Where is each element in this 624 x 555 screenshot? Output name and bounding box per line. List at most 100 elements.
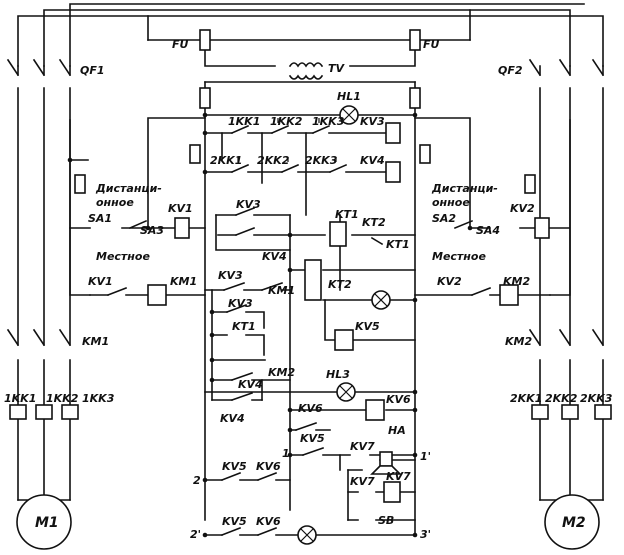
label-thermal-1-2: 1KK2 bbox=[46, 392, 79, 405]
label-sb: SB bbox=[378, 514, 394, 527]
label-n1p: 1' bbox=[420, 450, 431, 463]
label-kv6-b1: KV6 bbox=[256, 460, 281, 473]
label-km2-coil: KM2 bbox=[503, 275, 530, 288]
label-kv4-top: KV4 bbox=[360, 154, 385, 167]
label-thermal-1-1: 1KK1 bbox=[4, 392, 36, 405]
label-thermal-2-3: 2KK3 bbox=[580, 392, 613, 405]
label-kv5-c: KV5 bbox=[300, 432, 325, 445]
coil-km2 bbox=[499, 284, 519, 306]
coil-kv2 bbox=[534, 217, 550, 239]
fuse-side-right bbox=[419, 144, 431, 164]
label-kt2-c: KT2 bbox=[328, 278, 352, 291]
label-kv4-c2: KV4 bbox=[238, 378, 263, 391]
label-kt1-c: KT1 bbox=[386, 238, 410, 251]
label-hl1: HL1 bbox=[337, 90, 361, 103]
label-kv4-low: KV4 bbox=[220, 412, 245, 425]
label-n2p: 2' bbox=[190, 528, 201, 541]
label-n1: 1 bbox=[282, 447, 290, 460]
thermal-relays-left bbox=[9, 404, 79, 420]
label-kv1-coil: KV1 bbox=[168, 202, 193, 215]
coil-kt1 bbox=[329, 221, 347, 247]
label-kk2-3: 2KK3 bbox=[305, 154, 338, 167]
label-kv7-c: KV7 bbox=[350, 440, 375, 453]
label-dist-left-2: онное bbox=[96, 196, 134, 209]
label-kv3-low: KV3 bbox=[218, 269, 243, 282]
lamp-hl1 bbox=[339, 105, 359, 125]
label-sa4: SA4 bbox=[476, 224, 500, 237]
lamp-hl3 bbox=[336, 382, 356, 402]
label-kv7-c2: KV7 bbox=[350, 475, 375, 488]
label-hl3: HL3 bbox=[326, 368, 350, 381]
label-kk1-2: 1KK2 bbox=[270, 115, 303, 128]
label-kv4-mid: KV4 bbox=[262, 250, 287, 263]
label-qf2: QF2 bbox=[498, 64, 523, 77]
label-qf1: QF1 bbox=[80, 64, 105, 77]
label-thermal-2-2: 2KK2 bbox=[545, 392, 578, 405]
fuse-side-left2 bbox=[189, 144, 201, 164]
label-dist-right-2: онное bbox=[432, 196, 470, 209]
label-kv5-coil: KV5 bbox=[355, 320, 380, 333]
label-kv3-top: KV3 bbox=[360, 115, 385, 128]
label-kv2-contact: KV2 bbox=[437, 275, 462, 288]
label-kv6-coil: KV6 bbox=[386, 393, 411, 406]
label-sa3: SA3 bbox=[140, 224, 164, 237]
label-km1-main: KM1 bbox=[82, 335, 109, 348]
label-kt1: KT1 bbox=[335, 208, 359, 221]
coil-kv1 bbox=[174, 217, 190, 239]
label-kk2-2: 2KK2 bbox=[257, 154, 290, 167]
label-km1-low: KM1 bbox=[268, 284, 295, 297]
label-kv5-b2: KV5 bbox=[222, 515, 247, 528]
lamp-hl2 bbox=[371, 290, 391, 310]
label-n2: 2 bbox=[193, 474, 201, 487]
motor-m2 bbox=[544, 494, 600, 550]
label-kk1-1: 1KK1 bbox=[228, 115, 260, 128]
fuse-ctrl-left bbox=[199, 87, 211, 109]
label-km1-coil: KM1 bbox=[170, 275, 197, 288]
label-local-right: Местное bbox=[432, 250, 486, 263]
label-kv2-coil: KV2 bbox=[510, 202, 535, 215]
fuse-ctrl-right bbox=[409, 87, 421, 109]
coil-kv5 bbox=[334, 329, 354, 351]
label-fu-right: FU bbox=[423, 38, 440, 51]
fuse-right bbox=[409, 29, 421, 51]
label-kv7-coil: KV7 bbox=[386, 470, 411, 483]
label-kv6-c: KV6 bbox=[298, 402, 323, 415]
coil-kv4 bbox=[385, 161, 401, 183]
thermal-relays-right bbox=[531, 404, 612, 420]
label-fu-left: FU bbox=[172, 38, 189, 51]
lamp-hl4 bbox=[297, 525, 317, 545]
label-dist-right-1: Дистанци- bbox=[431, 182, 498, 195]
label-kv3-c2: KV3 bbox=[228, 297, 253, 310]
label-dist-left-1: Дистанци- bbox=[95, 182, 162, 195]
label-tv: TV bbox=[328, 62, 346, 75]
label-sa2: SA2 bbox=[432, 212, 456, 225]
label-kv3-mid: KV3 bbox=[236, 198, 261, 211]
label-kv5-b1: KV5 bbox=[222, 460, 247, 473]
label-sa1: SA1 bbox=[88, 212, 112, 225]
coil-kv7 bbox=[383, 481, 401, 503]
motor-m1 bbox=[16, 494, 72, 550]
coil-km1 bbox=[147, 284, 167, 306]
label-kt1-c2: KT1 bbox=[232, 320, 256, 333]
label-m2: M2 bbox=[562, 515, 586, 531]
label-ha: HA bbox=[388, 424, 406, 437]
fuse-left bbox=[199, 29, 211, 51]
label-kv1-contact: KV1 bbox=[88, 275, 113, 288]
label-local-left: Местное bbox=[96, 250, 150, 263]
label-km2-low: KM2 bbox=[268, 366, 295, 379]
label-m1: M1 bbox=[35, 515, 59, 531]
coil-kt2 bbox=[304, 259, 322, 301]
label-kk2-1: 2KK1 bbox=[210, 154, 242, 167]
label-thermal-2-1: 2KK1 bbox=[510, 392, 542, 405]
fuse-side-right2 bbox=[524, 174, 536, 194]
label-km2-main: KM2 bbox=[505, 335, 532, 348]
label-kv6-b2: KV6 bbox=[256, 515, 281, 528]
coil-kv6 bbox=[365, 399, 385, 421]
label-kk1-3: 1KK3 bbox=[312, 115, 345, 128]
coil-kv3 bbox=[385, 122, 401, 144]
label-n3p: 3' bbox=[420, 528, 431, 541]
label-thermal-1-3: 1KK3 bbox=[82, 392, 115, 405]
fuse-side-left bbox=[74, 174, 86, 194]
horn-ha bbox=[370, 451, 402, 475]
